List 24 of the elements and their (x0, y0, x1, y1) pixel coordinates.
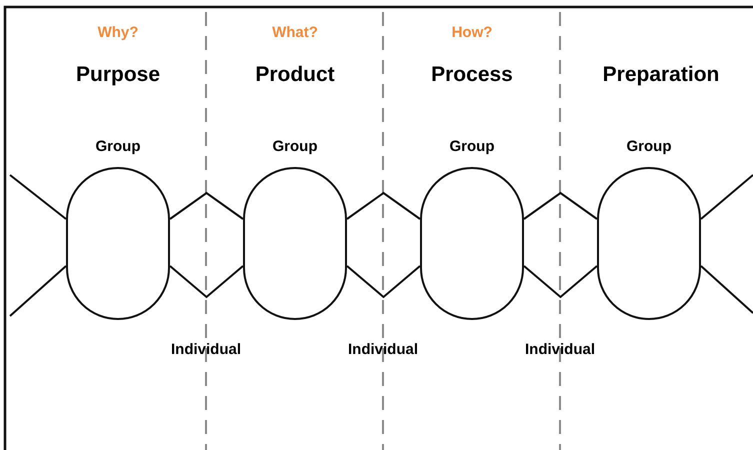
axis-label: Individual (348, 341, 418, 360)
connector-line (700, 265, 753, 314)
column-heading: Preparation (602, 62, 720, 88)
question-label: What? (272, 24, 318, 43)
connector-line (700, 174, 753, 220)
connector-line (169, 192, 244, 220)
axis-label: Individual (525, 341, 595, 360)
column-heading: Process (431, 62, 513, 88)
question-label: Why? (98, 24, 138, 43)
node-heading: Group (626, 138, 672, 157)
connector-line (9, 174, 67, 220)
connector-line (523, 192, 598, 220)
connector-line (523, 265, 598, 298)
node-heading: Group (96, 138, 140, 157)
column-heading: Product (255, 62, 335, 88)
connector-line (346, 265, 421, 298)
node-heading: Group (450, 138, 494, 157)
connector-line (9, 265, 67, 317)
node-heading: Group (272, 138, 318, 157)
column-heading: Purpose (76, 62, 160, 88)
question-label: How? (452, 24, 492, 43)
axis-label: Individual (171, 341, 241, 360)
connector-line (169, 265, 244, 298)
connector-line (346, 192, 421, 220)
